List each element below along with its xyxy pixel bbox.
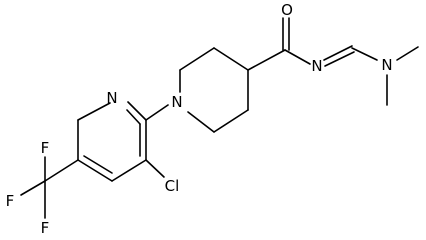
bond-py-c2-n1-inner <box>126 109 141 125</box>
fluorine-top-label: F <box>41 139 50 157</box>
imine-nitrogen-label: N <box>311 57 322 75</box>
atom-labels: O N N N N Cl F F F <box>6 1 393 237</box>
piperidine-nitrogen-label: N <box>171 93 182 111</box>
dimethylamino-nitrogen-label: N <box>381 56 392 74</box>
bond-imine-double-a <box>323 45 353 61</box>
bond-carbonyl-imine-n <box>284 49 311 65</box>
bond-imine-double-b <box>324 51 355 67</box>
bond-c4-carbonyl <box>247 49 286 71</box>
bond-c5-cf3 <box>44 159 79 182</box>
bond-py-c5-c4 <box>77 159 113 182</box>
bond-methine-n <box>351 47 378 61</box>
bond-pip-c6-n <box>187 111 215 133</box>
bond-py-n1-c6 <box>77 102 111 121</box>
bond-pip-c3-c4 <box>213 47 249 71</box>
bond-n-methyl-1 <box>396 46 419 61</box>
bond-cf3-f-left <box>20 180 46 196</box>
bond-py-c2-n1 <box>127 101 147 121</box>
chlorine-label: Cl <box>165 177 180 195</box>
bond-py-c5-c4-inner <box>83 155 113 174</box>
carbonyl-oxygen-label: O <box>281 1 293 19</box>
bond-c3-cl <box>145 159 165 178</box>
bond-pip-c2-c3 <box>179 47 215 71</box>
bond-pip-c5-c6 <box>213 109 249 133</box>
bond-pip-n-pyridine <box>145 104 169 121</box>
bond-lines <box>20 17 419 219</box>
fluorine-bottom-label: F <box>41 219 50 237</box>
fluorine-left-label: F <box>6 192 15 210</box>
pyridine-nitrogen-label: N <box>106 89 117 107</box>
bond-py-c4-c3 <box>111 159 147 182</box>
